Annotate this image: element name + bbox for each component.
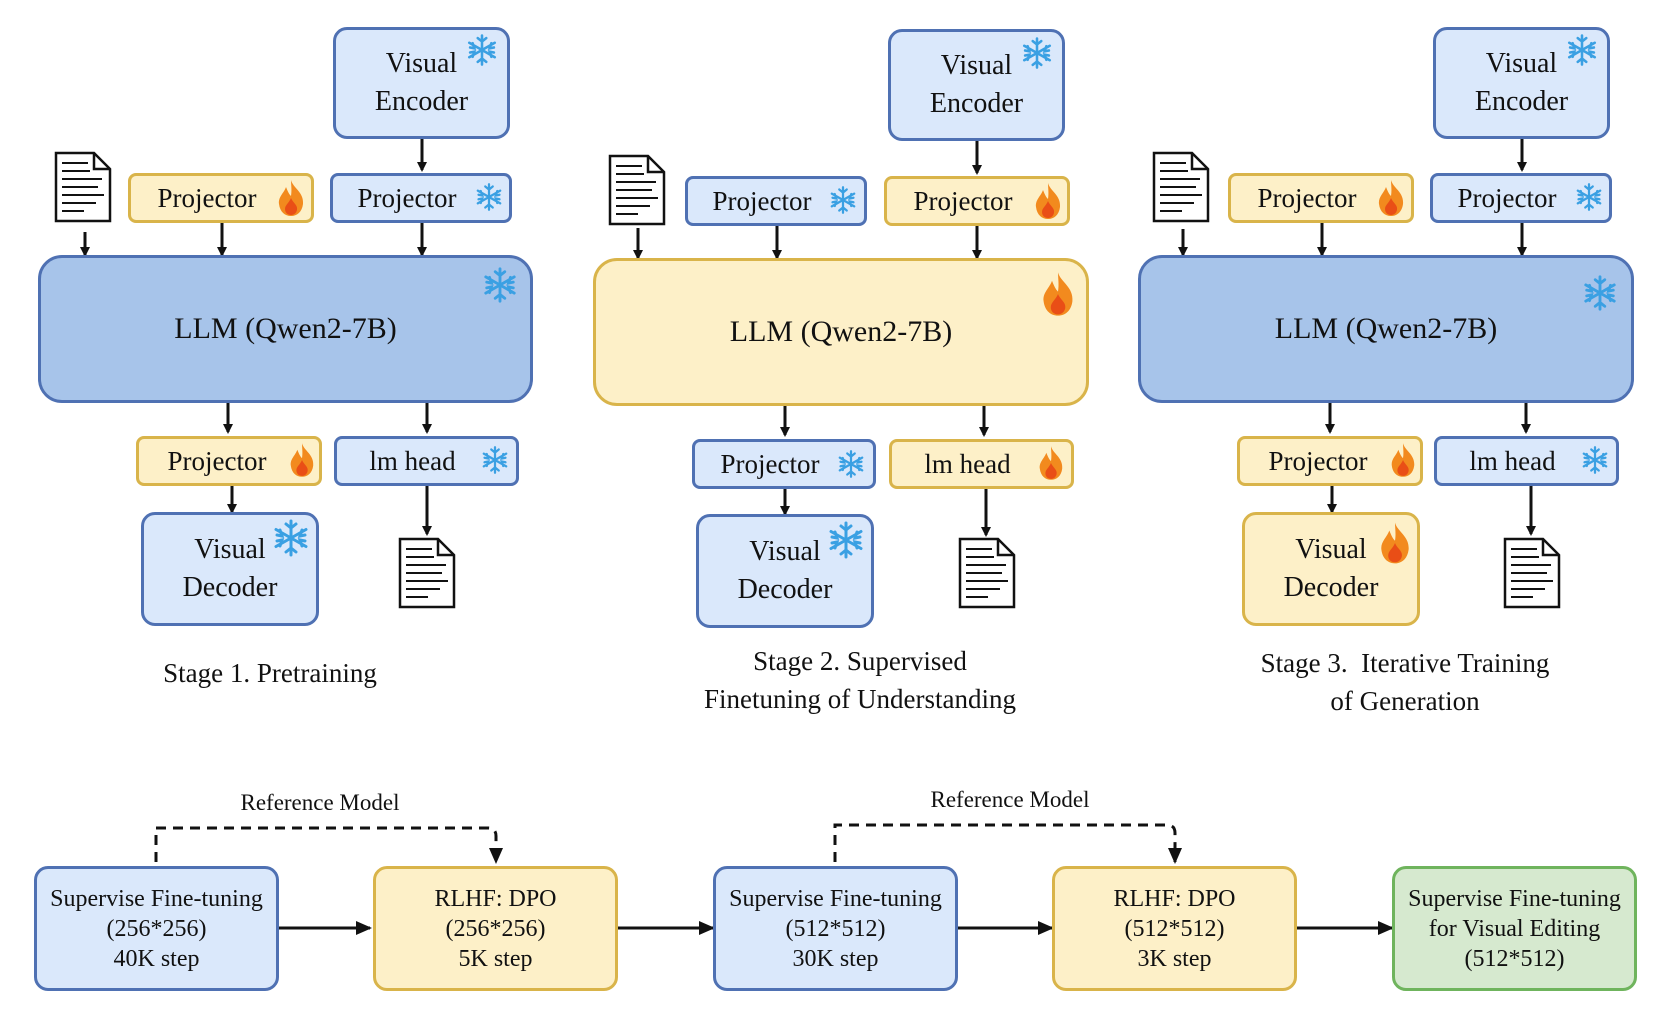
visual-encoder-label-line1: Visual	[1485, 48, 1558, 79]
visual-decoder-label-line2: Decoder	[1283, 572, 1379, 603]
projector-label: Projector	[1257, 183, 1357, 213]
llm-label: LLM (Qwen2-7B)	[1274, 312, 1498, 345]
flame-icon	[1043, 272, 1073, 316]
snowflake-icon	[1584, 275, 1616, 311]
visual-encoder-label-line2: Encoder	[929, 88, 1024, 119]
caption-line: of Generation	[1330, 686, 1480, 716]
reference-model-label: Reference Model	[930, 787, 1090, 812]
projector-label: Projector	[913, 186, 1013, 216]
step-resolution: (512*512)	[785, 915, 886, 942]
step-title: RLHF: DPO	[434, 885, 557, 912]
stage3-visual-decoder: Visual Decoder	[1242, 512, 1420, 626]
caption-line: Stage 1. Pretraining	[163, 658, 377, 688]
projector-label: Projector	[157, 183, 257, 213]
stage2-lm-head: lm head	[889, 439, 1074, 489]
document-icon	[1152, 151, 1210, 223]
visual-encoder-label-line2: Encoder	[1474, 86, 1569, 117]
caption-line: Stage 2. Supervised	[753, 646, 967, 676]
document-icon	[608, 154, 666, 226]
stage2-decoder-projector: Projector	[692, 439, 876, 489]
llm-label: LLM (Qwen2-7B)	[174, 312, 397, 345]
document-icon	[54, 151, 112, 223]
document-icon	[958, 537, 1016, 609]
lm-head-label: lm head	[369, 446, 456, 476]
flame-icon	[1378, 180, 1404, 216]
snowflake-icon	[1576, 183, 1602, 211]
snowflake-icon	[829, 521, 863, 559]
projector-label: Projector	[1268, 446, 1368, 476]
lm-head-label: lm head	[924, 449, 1011, 479]
stage1-visual-encoder: Visual Encoder	[333, 27, 510, 139]
stage2-visual-encoder: Visual Encoder	[888, 29, 1065, 141]
step-resolution: (512*512)	[1124, 915, 1225, 942]
stage1-decoder-projector: Projector	[136, 436, 322, 486]
projector-label: Projector	[1457, 183, 1557, 213]
stage3-llm: LLM (Qwen2-7B)	[1138, 255, 1634, 403]
visual-encoder-label-line1: Visual	[385, 48, 458, 79]
visual-decoder-label-line1: Visual	[749, 536, 821, 567]
stage3-decoder-projector: Projector	[1237, 436, 1423, 486]
pipeline-step-sft-256: Supervise Fine-tuning (256*256) 40K step	[34, 866, 279, 991]
stage2-encoder-projector: Projector	[884, 176, 1070, 226]
stage3-caption: Stage 3. Iterative Training of Generatio…	[1220, 644, 1590, 720]
step-count: 30K step	[792, 945, 879, 972]
llm-label: LLM (Qwen2-7B)	[729, 315, 953, 348]
stage1-visual-decoder: Visual Decoder	[141, 512, 319, 626]
reference-model-label: Reference Model	[240, 790, 400, 815]
stage3-visual-encoder: Visual Encoder	[1433, 27, 1610, 139]
stage2-llm: LLM (Qwen2-7B)	[593, 258, 1089, 406]
snowflake-icon	[484, 267, 516, 303]
projector-label: Projector	[720, 449, 820, 479]
snowflake-icon	[1022, 37, 1052, 69]
stage2-caption: Stage 2. Supervised Finetuning of Unders…	[640, 642, 1080, 718]
document-icon	[398, 537, 456, 609]
snowflake-icon	[476, 183, 502, 211]
snowflake-icon	[274, 519, 308, 557]
stage2-visual-decoder: Visual Decoder	[696, 514, 874, 628]
lm-head-label: lm head	[1469, 446, 1556, 476]
step-resolution: (512*512)	[1464, 945, 1565, 972]
stage1-caption: Stage 1. Pretraining	[100, 654, 440, 692]
flame-icon	[1039, 446, 1063, 480]
step-title: Supervise Fine-tuning	[729, 885, 942, 912]
snowflake-icon	[830, 186, 856, 214]
flame-icon	[1035, 183, 1061, 219]
caption-line: Stage 3. Iterative Training	[1260, 648, 1550, 678]
snowflake-icon	[1567, 34, 1597, 66]
snowflake-icon	[1582, 446, 1608, 474]
flame-icon	[290, 443, 314, 477]
visual-decoder-label-line1: Visual	[1295, 534, 1367, 565]
pipeline-step-sft-editing: Supervise Fine-tuning for Visual Editing…	[1392, 866, 1637, 991]
projector-label: Projector	[712, 186, 812, 216]
pipeline-step-dpo-512: RLHF: DPO (512*512) 3K step	[1052, 866, 1297, 991]
step-count: 40K step	[113, 945, 200, 972]
document-icon	[1503, 537, 1561, 609]
projector-label: Projector	[357, 183, 457, 213]
caption-line: Finetuning of Understanding	[704, 684, 1016, 714]
visual-encoder-label-line2: Encoder	[374, 86, 469, 117]
step-resolution: (256*256)	[106, 915, 207, 942]
step-title: Supervise Fine-tuning	[1408, 885, 1621, 912]
snowflake-icon	[838, 450, 864, 478]
projector-label: Projector	[167, 446, 267, 476]
flame-icon	[1381, 522, 1409, 564]
visual-encoder-label-line1: Visual	[940, 50, 1013, 81]
visual-decoder-label-line2: Decoder	[182, 572, 278, 603]
snowflake-icon	[482, 446, 508, 474]
visual-decoder-label-line2: Decoder	[737, 574, 833, 605]
snowflake-icon	[467, 34, 497, 66]
step-subtitle: for Visual Editing	[1428, 915, 1601, 942]
stage1-llm: LLM (Qwen2-7B)	[38, 255, 533, 403]
step-title: RLHF: DPO	[1113, 885, 1236, 912]
step-resolution: (256*256)	[445, 915, 546, 942]
flame-icon	[1391, 443, 1415, 477]
step-count: 3K step	[1137, 945, 1212, 972]
step-title: Supervise Fine-tuning	[50, 885, 263, 912]
step-count: 5K step	[458, 945, 533, 972]
pipeline-step-dpo-256: RLHF: DPO (256*256) 5K step	[373, 866, 618, 991]
flame-icon	[278, 180, 304, 216]
visual-decoder-label-line1: Visual	[194, 534, 266, 565]
pipeline-step-sft-512: Supervise Fine-tuning (512*512) 30K step	[713, 866, 958, 991]
